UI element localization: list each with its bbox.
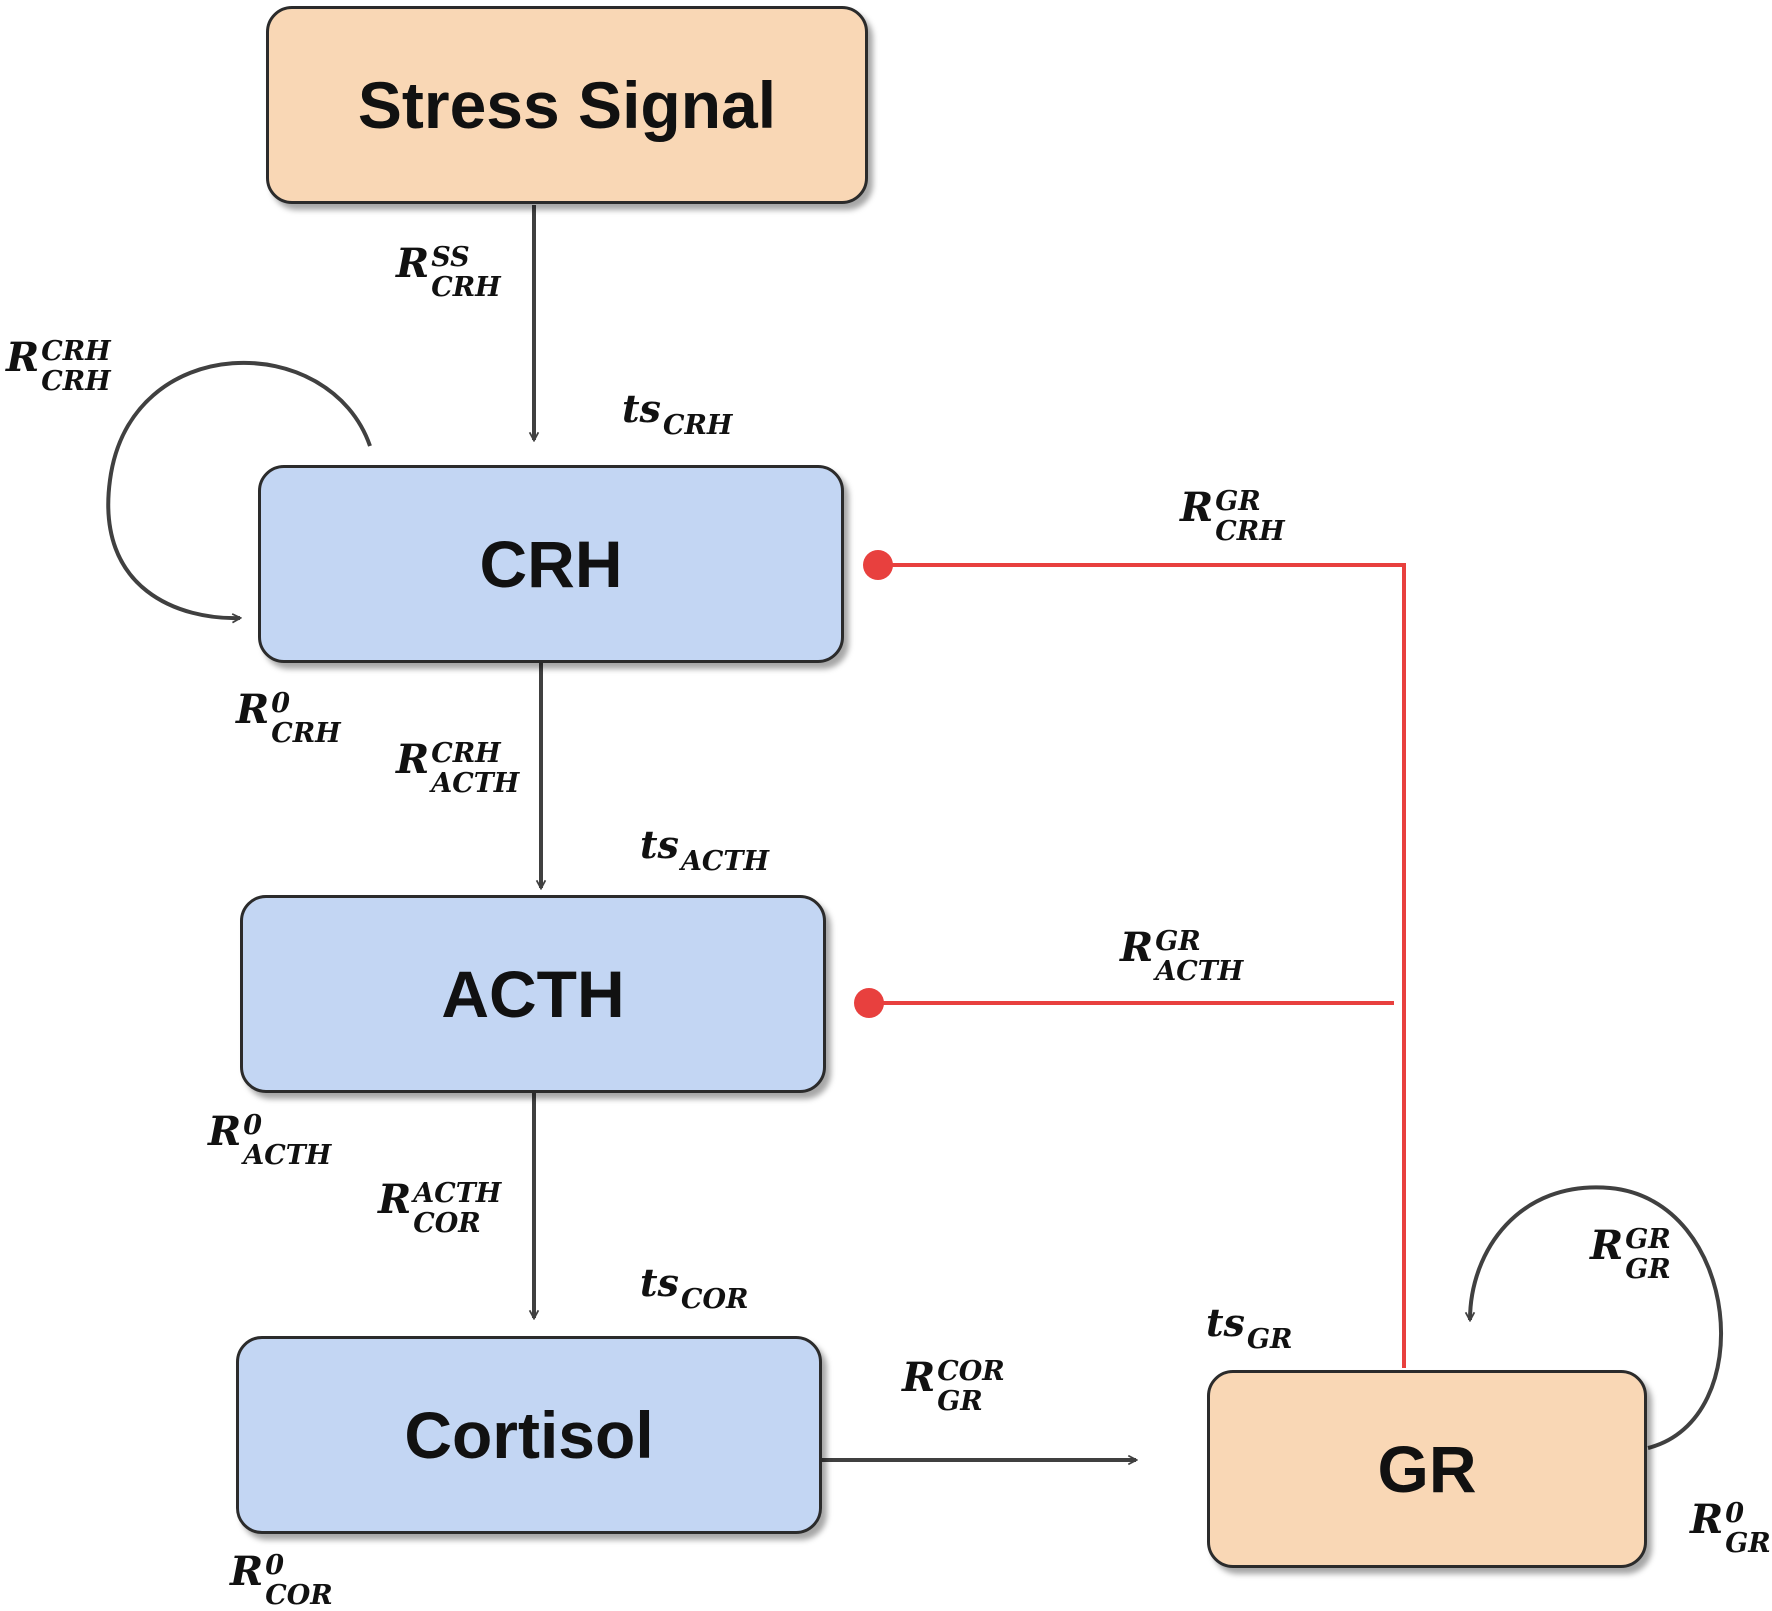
cortisol-node: Cortisol — [236, 1336, 822, 1534]
inhibition-dot-acth — [854, 988, 884, 1018]
delay-label-crh: tsCRH — [622, 386, 733, 441]
delay-label-acth: tsACTH — [640, 822, 769, 877]
delay-label-cor: tsCOR — [640, 1260, 749, 1315]
crh-node: CRH — [258, 465, 844, 663]
cortisol-label: Cortisol — [404, 1398, 654, 1472]
stress-signal-node: Stress Signal — [266, 6, 868, 204]
self-loop-gr — [1470, 1185, 1723, 1450]
gr-label: GR — [1377, 1432, 1477, 1506]
self-loop-crh — [106, 360, 372, 618]
inhibition-dot-crh — [863, 550, 893, 580]
stress-signal-label: Stress Signal — [357, 68, 777, 142]
gr-node: GR — [1207, 1370, 1647, 1568]
acth-node: ACTH — [240, 895, 826, 1093]
delay-label-gr: tsGR — [1206, 1300, 1293, 1355]
acth-label: ACTH — [441, 957, 625, 1031]
crh-label: CRH — [479, 527, 623, 601]
